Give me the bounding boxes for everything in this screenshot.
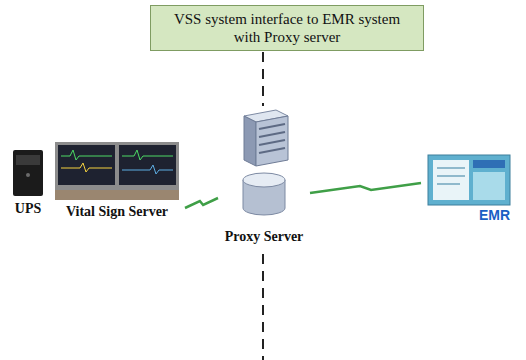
waveform [122, 165, 173, 174]
ups-button [26, 173, 30, 177]
monitor-screen [58, 145, 115, 185]
proxy-server-icon [243, 110, 288, 215]
waveform [122, 150, 173, 160]
wireless-link [310, 183, 421, 193]
emr-row [437, 175, 465, 177]
drive-slot [259, 148, 285, 153]
drive-slot [259, 140, 285, 145]
server-side [244, 116, 256, 166]
proxy-server: Proxy Server [221, 108, 307, 245]
ups-icon [13, 150, 43, 196]
node-label: EMR [424, 207, 510, 224]
monitor-screen [119, 145, 176, 185]
waveform [61, 150, 112, 160]
title-banner: VSS system interface to EMR system with … [150, 5, 424, 51]
server-frame [55, 142, 179, 190]
ups-panel [16, 155, 40, 165]
vital-sign-server: Vital Sign Server [52, 140, 182, 220]
dashed-divider [262, 52, 264, 106]
node-label: UPS [6, 200, 50, 217]
ups-device: UPS [6, 148, 50, 217]
ups-body [13, 150, 43, 196]
node-label: Proxy Server [221, 228, 307, 245]
emr-icon [428, 155, 510, 205]
node-label: Vital Sign Server [52, 203, 182, 220]
emr-screen [428, 155, 510, 205]
emr-panel [473, 172, 505, 200]
server-desk [55, 190, 179, 200]
dashed-divider [262, 254, 264, 360]
emr-row [437, 183, 460, 185]
emr-panel [433, 160, 469, 200]
server-front [256, 116, 288, 166]
waveform [61, 163, 112, 172]
drive-slot [259, 132, 285, 137]
node-label: VSS system interface to EMR system with … [167, 10, 407, 46]
database-top [243, 173, 285, 187]
vital-sign-server-icon [55, 142, 179, 200]
drive-slot [259, 124, 285, 129]
emr-system: EMR [424, 150, 510, 224]
emr-header [473, 160, 505, 168]
wireless-link [185, 198, 218, 208]
emr-row [437, 167, 465, 169]
